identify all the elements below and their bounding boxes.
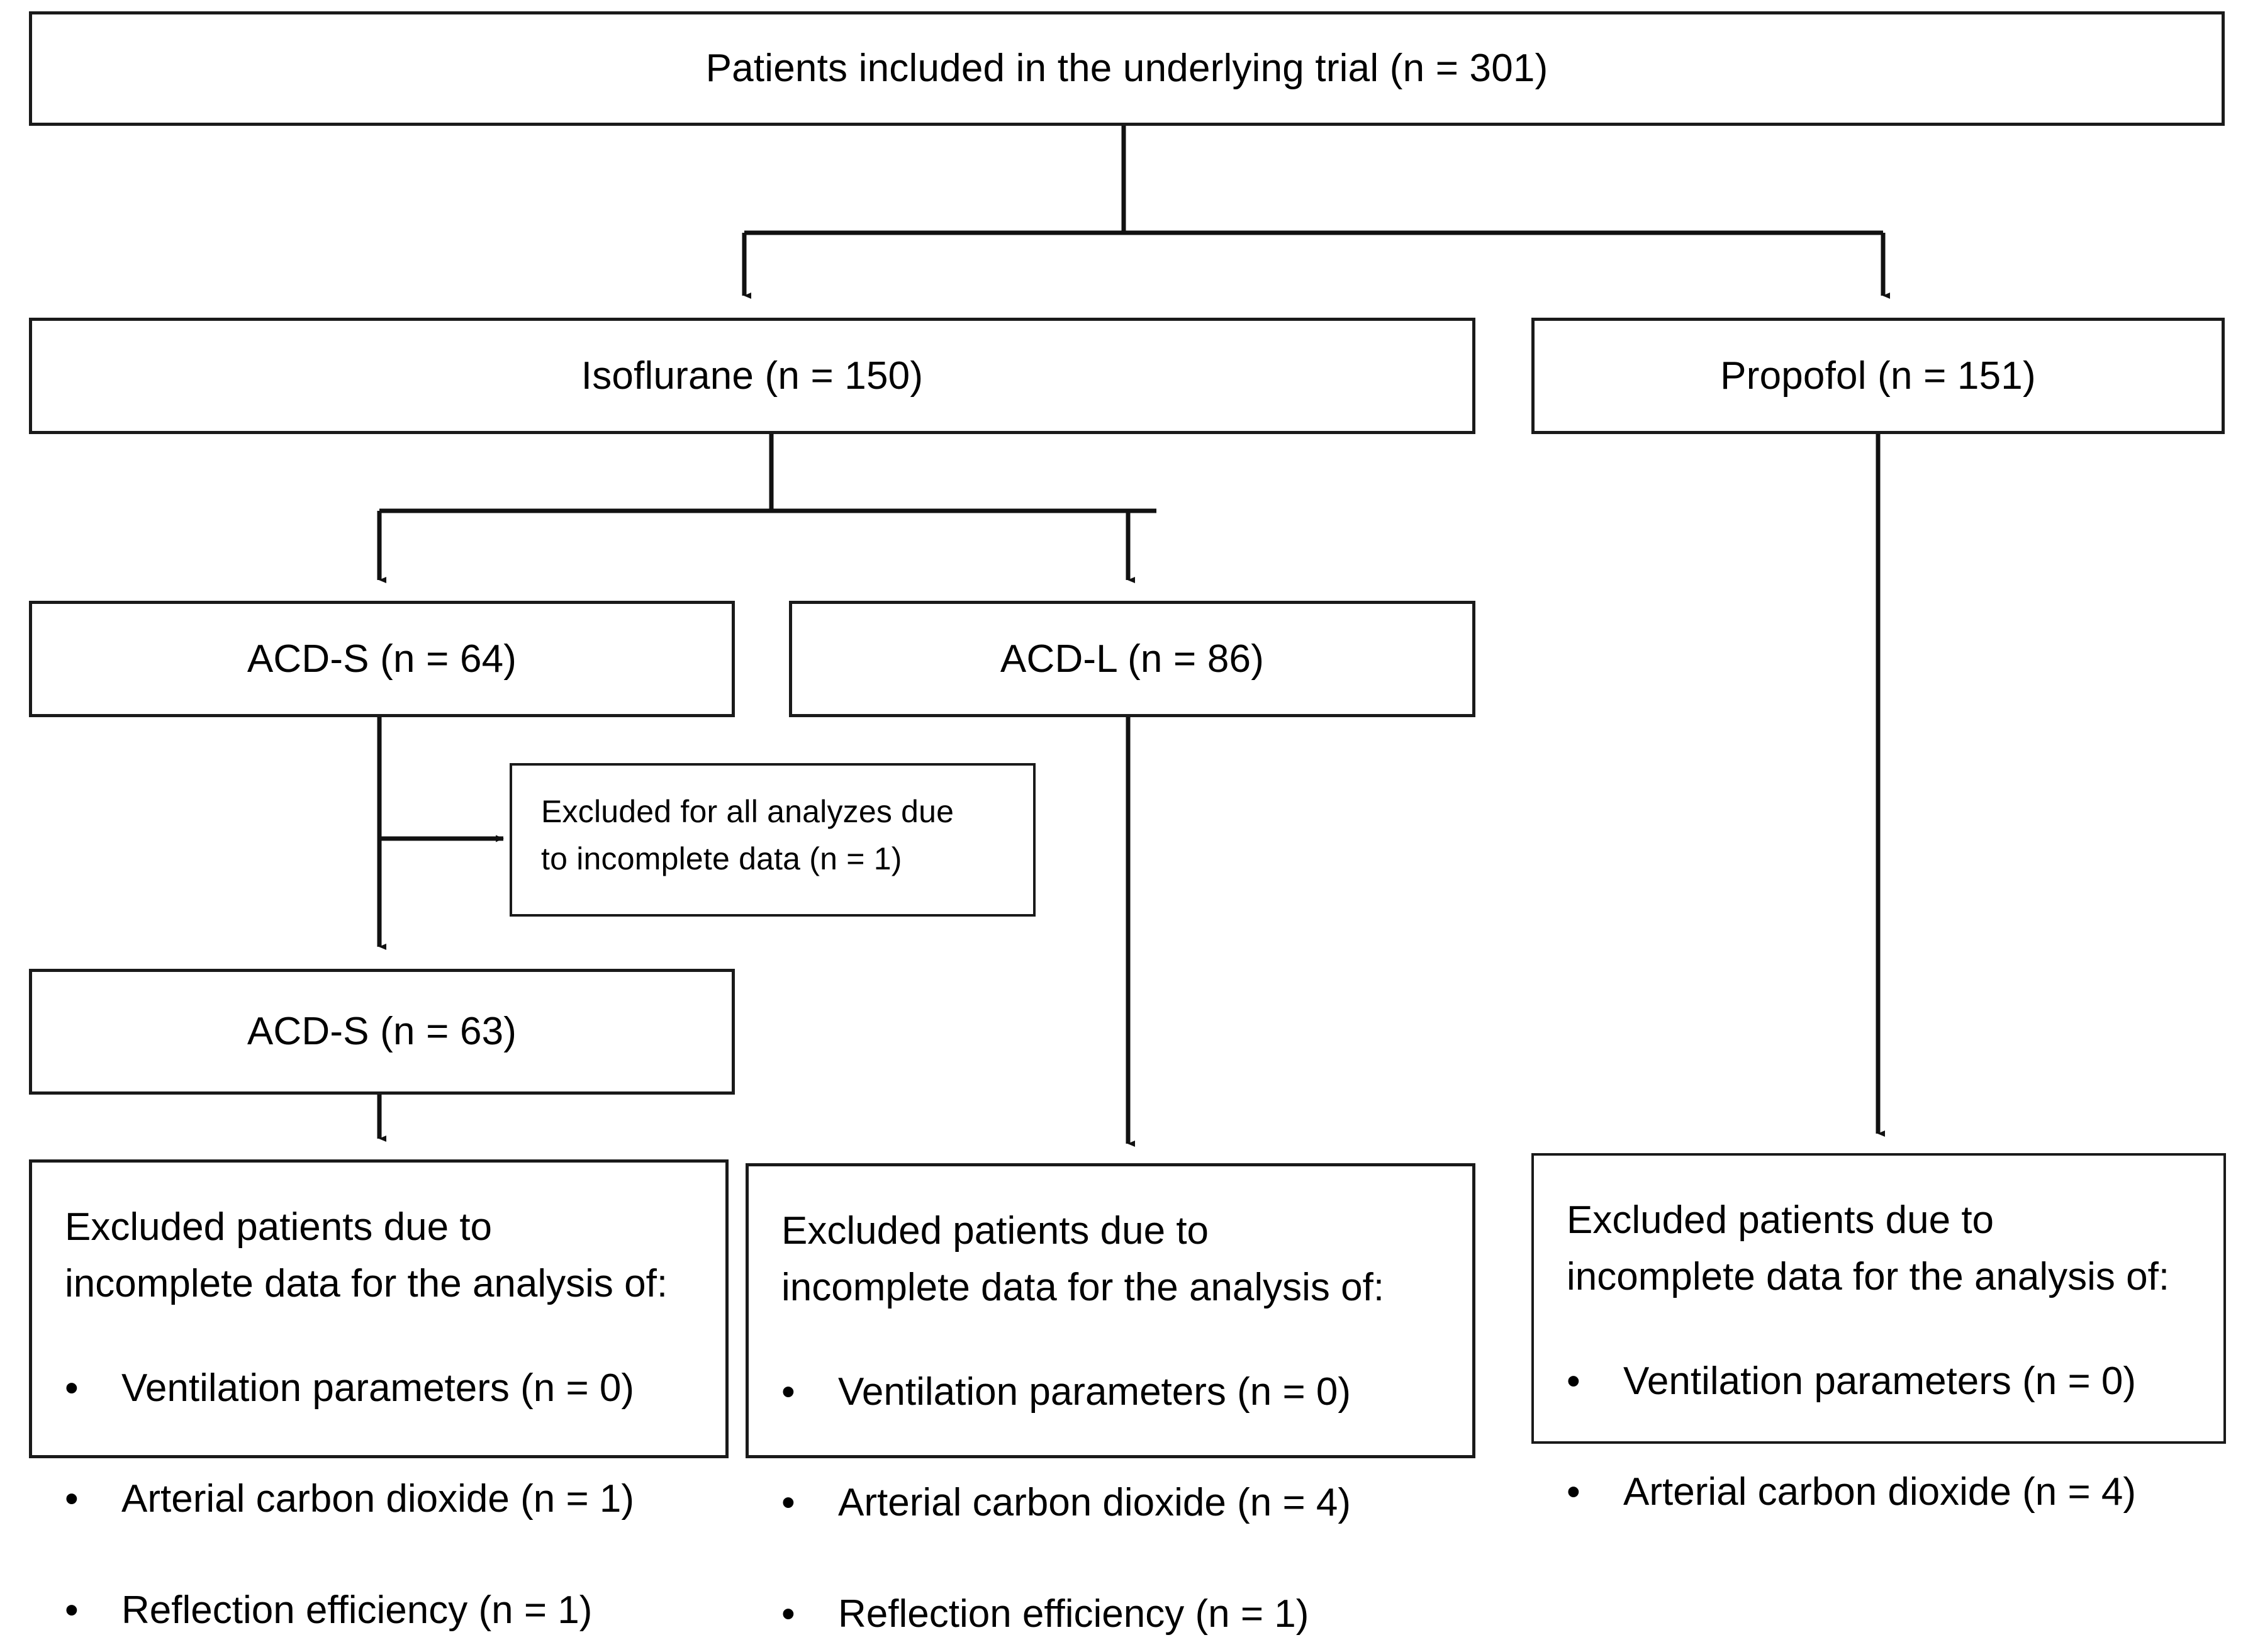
excluded-propofol-heading-line2: incomplete data for the analysis of: — [1567, 1254, 2170, 1298]
list-item: • Reflection efficiency (n = 1) — [65, 1587, 707, 1634]
bullet-label: Arterial carbon dioxide (n = 4) — [838, 1481, 1351, 1525]
list-item: • Ventilation parameters (n = 0) — [65, 1365, 707, 1412]
bullet-label: Reflection efficiency (n = 1) — [838, 1592, 1309, 1636]
node-enrolled: Patients included in the underlying tria… — [29, 11, 2225, 126]
node-exclusion-note-line1: Excluded for all analyzes due — [541, 794, 954, 829]
list-item: • Ventilation parameters (n = 0) — [1567, 1358, 2205, 1405]
excluded-propofol-heading-line1: Excluded patients due to — [1567, 1198, 1994, 1242]
excluded-propofol-bullet-list: • Ventilation parameters (n = 0) • Arter… — [1567, 1358, 2205, 1516]
bullet-dot-icon: • — [65, 1366, 79, 1410]
excluded-acdl-heading-line1: Excluded patients due to — [781, 1209, 1209, 1253]
bullet-label: Arterial carbon dioxide (n = 1) — [121, 1477, 635, 1521]
node-acds-64: ACD-S (n = 64) — [29, 601, 735, 717]
list-item: • Arterial carbon dioxide (n = 1) — [65, 1476, 707, 1522]
bullet-dot-icon: • — [65, 1588, 79, 1632]
node-isoflurane: Isoflurane (n = 150) — [29, 318, 1475, 434]
node-acds-63-label: ACD-S (n = 63) — [247, 1010, 517, 1054]
excluded-acds-heading-line2: incomplete data for the analysis of: — [65, 1261, 668, 1305]
node-acdl-86: ACD-L (n = 86) — [789, 601, 1475, 717]
list-item: • Ventilation parameters (n = 0) — [781, 1369, 1453, 1415]
node-isoflurane-label: Isoflurane (n = 150) — [581, 354, 924, 398]
bullet-dot-icon: • — [781, 1370, 795, 1414]
node-acdl-86-label: ACD-L (n = 86) — [1000, 637, 1265, 681]
node-propofol-label: Propofol (n = 151) — [1720, 354, 2036, 398]
bullet-label: Reflection efficiency (n = 1) — [121, 1588, 593, 1632]
excluded-acds-heading-line1: Excluded patients due to — [65, 1205, 493, 1249]
bullet-dot-icon: • — [1567, 1359, 1580, 1403]
bullet-dot-icon: • — [781, 1592, 795, 1636]
node-exclusion-note-line2: to incomplete data (n = 1) — [541, 841, 902, 876]
bullet-label: Ventilation parameters (n = 0) — [121, 1366, 635, 1410]
bullet-label: Ventilation parameters (n = 0) — [1623, 1359, 2137, 1403]
bullet-dot-icon: • — [1567, 1470, 1580, 1514]
excluded-acdl-bullet-list: • Ventilation parameters (n = 0) • Arter… — [781, 1369, 1453, 1638]
node-acds-63: ACD-S (n = 63) — [29, 969, 735, 1095]
excluded-acds-bullet-list: • Ventilation parameters (n = 0) • Arter… — [65, 1365, 707, 1634]
node-propofol: Propofol (n = 151) — [1531, 318, 2225, 434]
list-item: • Arterial carbon dioxide (n = 4) — [781, 1480, 1453, 1526]
node-acds-64-label: ACD-S (n = 64) — [247, 637, 517, 681]
node-excluded-propofol: Excluded patients due to incomplete data… — [1531, 1153, 2226, 1514]
list-item: • Reflection efficiency (n = 1) — [781, 1591, 1453, 1638]
bullet-dot-icon: • — [65, 1477, 79, 1521]
node-enrolled-label: Patients included in the underlying tria… — [705, 47, 1548, 91]
node-exclusion-note: Excluded for all analyzes due to incompl… — [510, 763, 1036, 917]
bullet-label: Arterial carbon dioxide (n = 4) — [1623, 1470, 2137, 1514]
bullet-label: Ventilation parameters (n = 0) — [838, 1370, 1351, 1414]
bullet-dot-icon: • — [781, 1481, 795, 1525]
node-excluded-acdl: Excluded patients due to incomplete data… — [746, 1163, 1475, 1636]
list-item: • Arterial carbon dioxide (n = 4) — [1567, 1469, 2205, 1515]
excluded-acdl-heading-line2: incomplete data for the analysis of: — [781, 1265, 1385, 1309]
node-excluded-acds: Excluded patients due to incomplete data… — [29, 1159, 729, 1632]
